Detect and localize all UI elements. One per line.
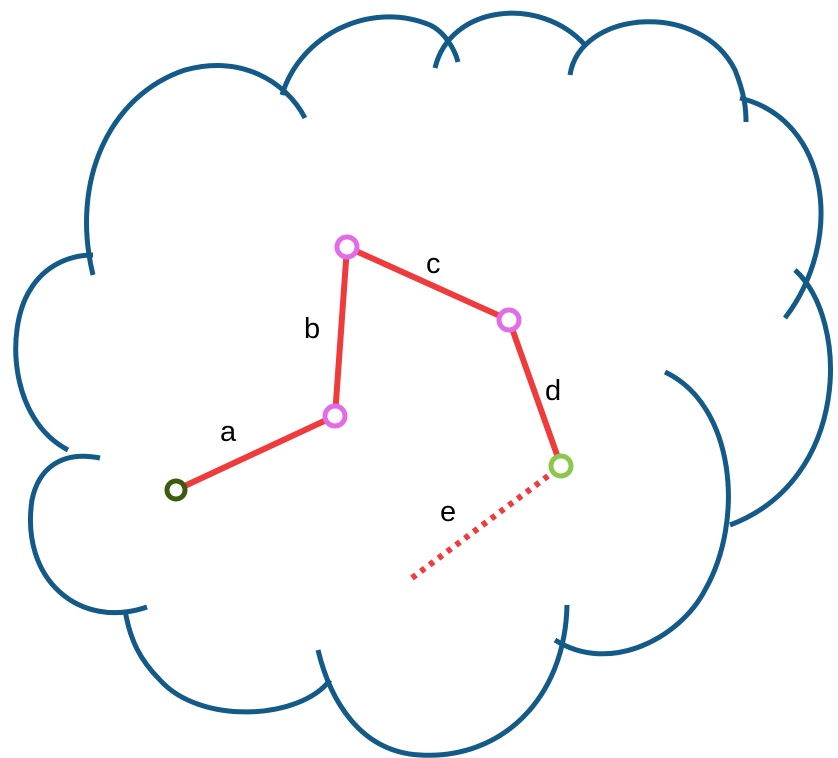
segment-d [506, 317, 564, 469]
segment-c [344, 244, 512, 323]
cloud-arc-right-lower [729, 268, 833, 528]
segment-b [332, 244, 350, 419]
segment-label-a: a [220, 416, 237, 448]
cloud-arc-left [13, 252, 94, 453]
segment-label-c: c [426, 248, 441, 280]
cloud-arc-right-upper [739, 95, 824, 320]
segment-a [173, 413, 338, 493]
node-start [164, 478, 188, 502]
segment-labels: a b c d e [220, 248, 561, 528]
node-waypoint-1 [322, 403, 348, 429]
node-end [548, 453, 574, 479]
cloud-arc-top-right [432, 10, 587, 69]
cloud-arc-top-left [84, 63, 308, 276]
node-waypoint-2 [334, 234, 360, 260]
segment-label-e: e [440, 496, 456, 528]
cloud-arc-bottom-mid [315, 604, 570, 758]
segment-label-b: b [304, 313, 320, 345]
segment-e [410, 473, 550, 581]
cloud-arc-bottom-left [122, 609, 332, 715]
cloud-arc-right-bottom [553, 369, 731, 657]
cloud-arc-left-bottom [28, 453, 148, 616]
segment-label-d: d [545, 375, 561, 407]
cloud-arc-top-far-right [567, 19, 749, 123]
cloud-outline [13, 10, 833, 758]
cloud-arc-top-mid [279, 14, 461, 96]
node-waypoint-3 [496, 307, 522, 333]
path-nodes [164, 234, 574, 502]
path-segments [173, 244, 564, 581]
